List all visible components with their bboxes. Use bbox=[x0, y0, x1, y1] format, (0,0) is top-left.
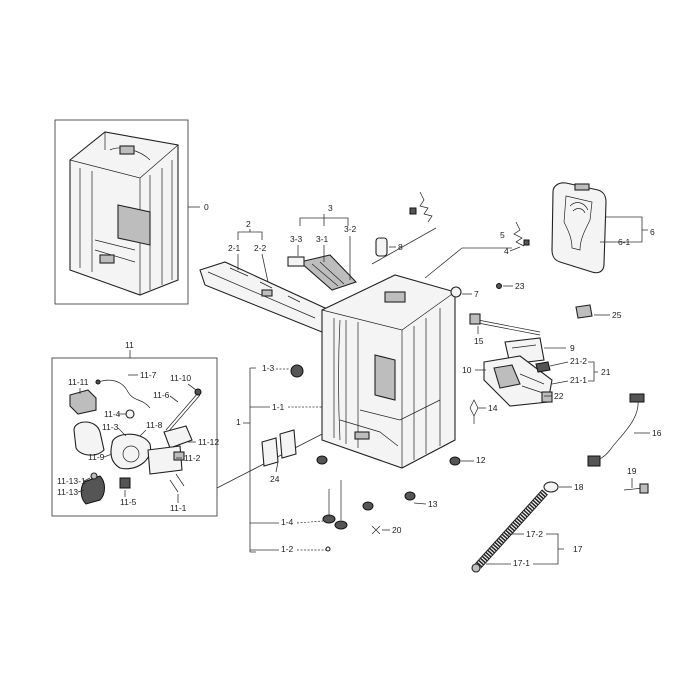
part-23-screw bbox=[496, 283, 502, 289]
part-17-drain-hose bbox=[471, 489, 548, 573]
label-3-1: 3-1 bbox=[316, 234, 329, 244]
label-11-8: 11-8 bbox=[146, 420, 163, 430]
label-14: 14 bbox=[488, 403, 498, 413]
part-19-plug bbox=[623, 483, 649, 494]
label-4: 4 bbox=[504, 246, 509, 256]
label-21-1: 21-1 bbox=[570, 375, 587, 385]
part-2-top-rail bbox=[199, 261, 326, 333]
part-25-cap bbox=[575, 304, 593, 319]
part-3-bracket bbox=[287, 254, 358, 291]
label-1-3: 1-3 bbox=[262, 363, 275, 373]
label-1-4: 1-4 bbox=[281, 517, 294, 527]
part-1-3-foot bbox=[290, 364, 304, 378]
part-spring-top bbox=[419, 191, 433, 223]
part-6-rear-panel bbox=[551, 182, 607, 274]
part-5-spring bbox=[513, 221, 525, 247]
label-11-4: 11-4 bbox=[104, 409, 121, 419]
inset-pump-assembly bbox=[51, 357, 218, 517]
label-21-2: 21-2 bbox=[570, 356, 587, 366]
label-17: 17 bbox=[573, 544, 583, 554]
part-16-power-cord bbox=[587, 393, 645, 467]
part-12-foot bbox=[316, 455, 461, 511]
label-6-1: 6-1 bbox=[618, 237, 631, 247]
label-11-11: 11-11 bbox=[68, 377, 89, 387]
label-19: 19 bbox=[627, 466, 637, 476]
label-25: 25 bbox=[612, 310, 622, 320]
label-11-12: 11-12 bbox=[198, 437, 219, 447]
label-23: 23 bbox=[515, 281, 525, 291]
part-8-damper bbox=[375, 237, 388, 257]
label-15: 15 bbox=[474, 336, 484, 346]
part-1-main-cabinet bbox=[321, 274, 456, 469]
label-11-1: 11-1 bbox=[170, 503, 187, 513]
label-0: 0 bbox=[204, 202, 209, 212]
label-11-3: 11-3 bbox=[102, 422, 119, 432]
part-7-ring bbox=[450, 286, 462, 298]
label-7: 7 bbox=[474, 289, 479, 299]
label-11-9: 11-9 bbox=[88, 452, 105, 462]
label-17-1: 17-1 bbox=[513, 558, 530, 568]
part-14-valve bbox=[469, 399, 479, 424]
label-9: 9 bbox=[570, 343, 575, 353]
part-9-dispenser bbox=[483, 337, 553, 407]
label-11-7: 11-7 bbox=[140, 370, 157, 380]
label-21: 21 bbox=[601, 367, 611, 377]
label-11-13: 11-13 bbox=[57, 487, 78, 497]
label-11-10: 11-10 bbox=[170, 373, 191, 383]
label-13: 13 bbox=[428, 499, 438, 509]
label-1: 1 bbox=[236, 417, 241, 427]
label-3-3: 3-3 bbox=[290, 234, 303, 244]
label-24: 24 bbox=[270, 474, 280, 484]
label-11-2: 11-2 bbox=[184, 453, 201, 463]
label-5: 5 bbox=[500, 230, 505, 240]
part-20-clip bbox=[371, 525, 381, 535]
label-18: 18 bbox=[574, 482, 584, 492]
label-2-2: 2-2 bbox=[254, 243, 267, 253]
label-2-1: 2-1 bbox=[228, 243, 241, 253]
label-12: 12 bbox=[476, 455, 486, 465]
label-11-13-1: 11-13-1 bbox=[57, 476, 86, 486]
label-3-2: 3-2 bbox=[344, 224, 357, 234]
label-1-1: 1-1 bbox=[272, 402, 285, 412]
label-11-5: 11-5 bbox=[120, 497, 137, 507]
part-18-clamp bbox=[543, 481, 559, 493]
label-8: 8 bbox=[398, 242, 403, 252]
label-16: 16 bbox=[652, 428, 662, 438]
label-10: 10 bbox=[462, 365, 472, 375]
part-1-4-feet bbox=[322, 480, 348, 530]
label-2: 2 bbox=[246, 219, 251, 229]
label-11-6: 11-6 bbox=[153, 390, 170, 400]
part-15-hose bbox=[469, 313, 541, 336]
label-11: 11 bbox=[125, 340, 134, 350]
label-3: 3 bbox=[328, 203, 333, 213]
part-24-labels bbox=[261, 429, 297, 467]
label-6: 6 bbox=[650, 227, 655, 237]
label-20: 20 bbox=[392, 525, 402, 535]
label-1-2: 1-2 bbox=[281, 544, 294, 554]
label-17-2: 17-2 bbox=[526, 529, 543, 539]
inset-cabinet-assembly bbox=[54, 119, 189, 305]
label-22: 22 bbox=[554, 391, 564, 401]
